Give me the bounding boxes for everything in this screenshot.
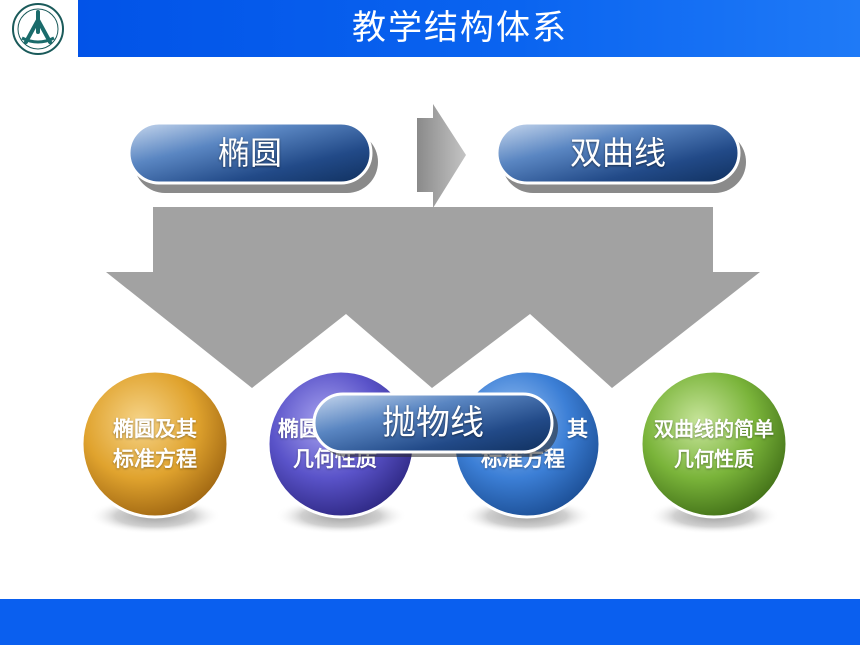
school-logo xyxy=(0,0,78,57)
footer-bar xyxy=(0,599,860,645)
pill-ellipse xyxy=(127,121,378,193)
pill-parabola xyxy=(312,392,558,457)
down-arrow-block xyxy=(106,207,760,388)
sphere-label-green: 双曲线的简单 几何性质 xyxy=(654,417,774,471)
header-bar xyxy=(0,0,860,57)
right-arrow xyxy=(417,104,466,208)
pill-hyperbola xyxy=(495,121,746,193)
pill-label-parabola: 抛物线 xyxy=(382,403,484,443)
pill-label-hyperbola: 双曲线 xyxy=(569,134,666,172)
sphere-orange xyxy=(80,369,230,519)
sphere-label-orange: 椭圆及其 标准方程 xyxy=(113,417,197,471)
pill-label-ellipse: 椭圆 xyxy=(217,134,282,172)
sphere-green xyxy=(639,369,789,519)
slide-title: 教学结构体系 xyxy=(352,8,568,48)
